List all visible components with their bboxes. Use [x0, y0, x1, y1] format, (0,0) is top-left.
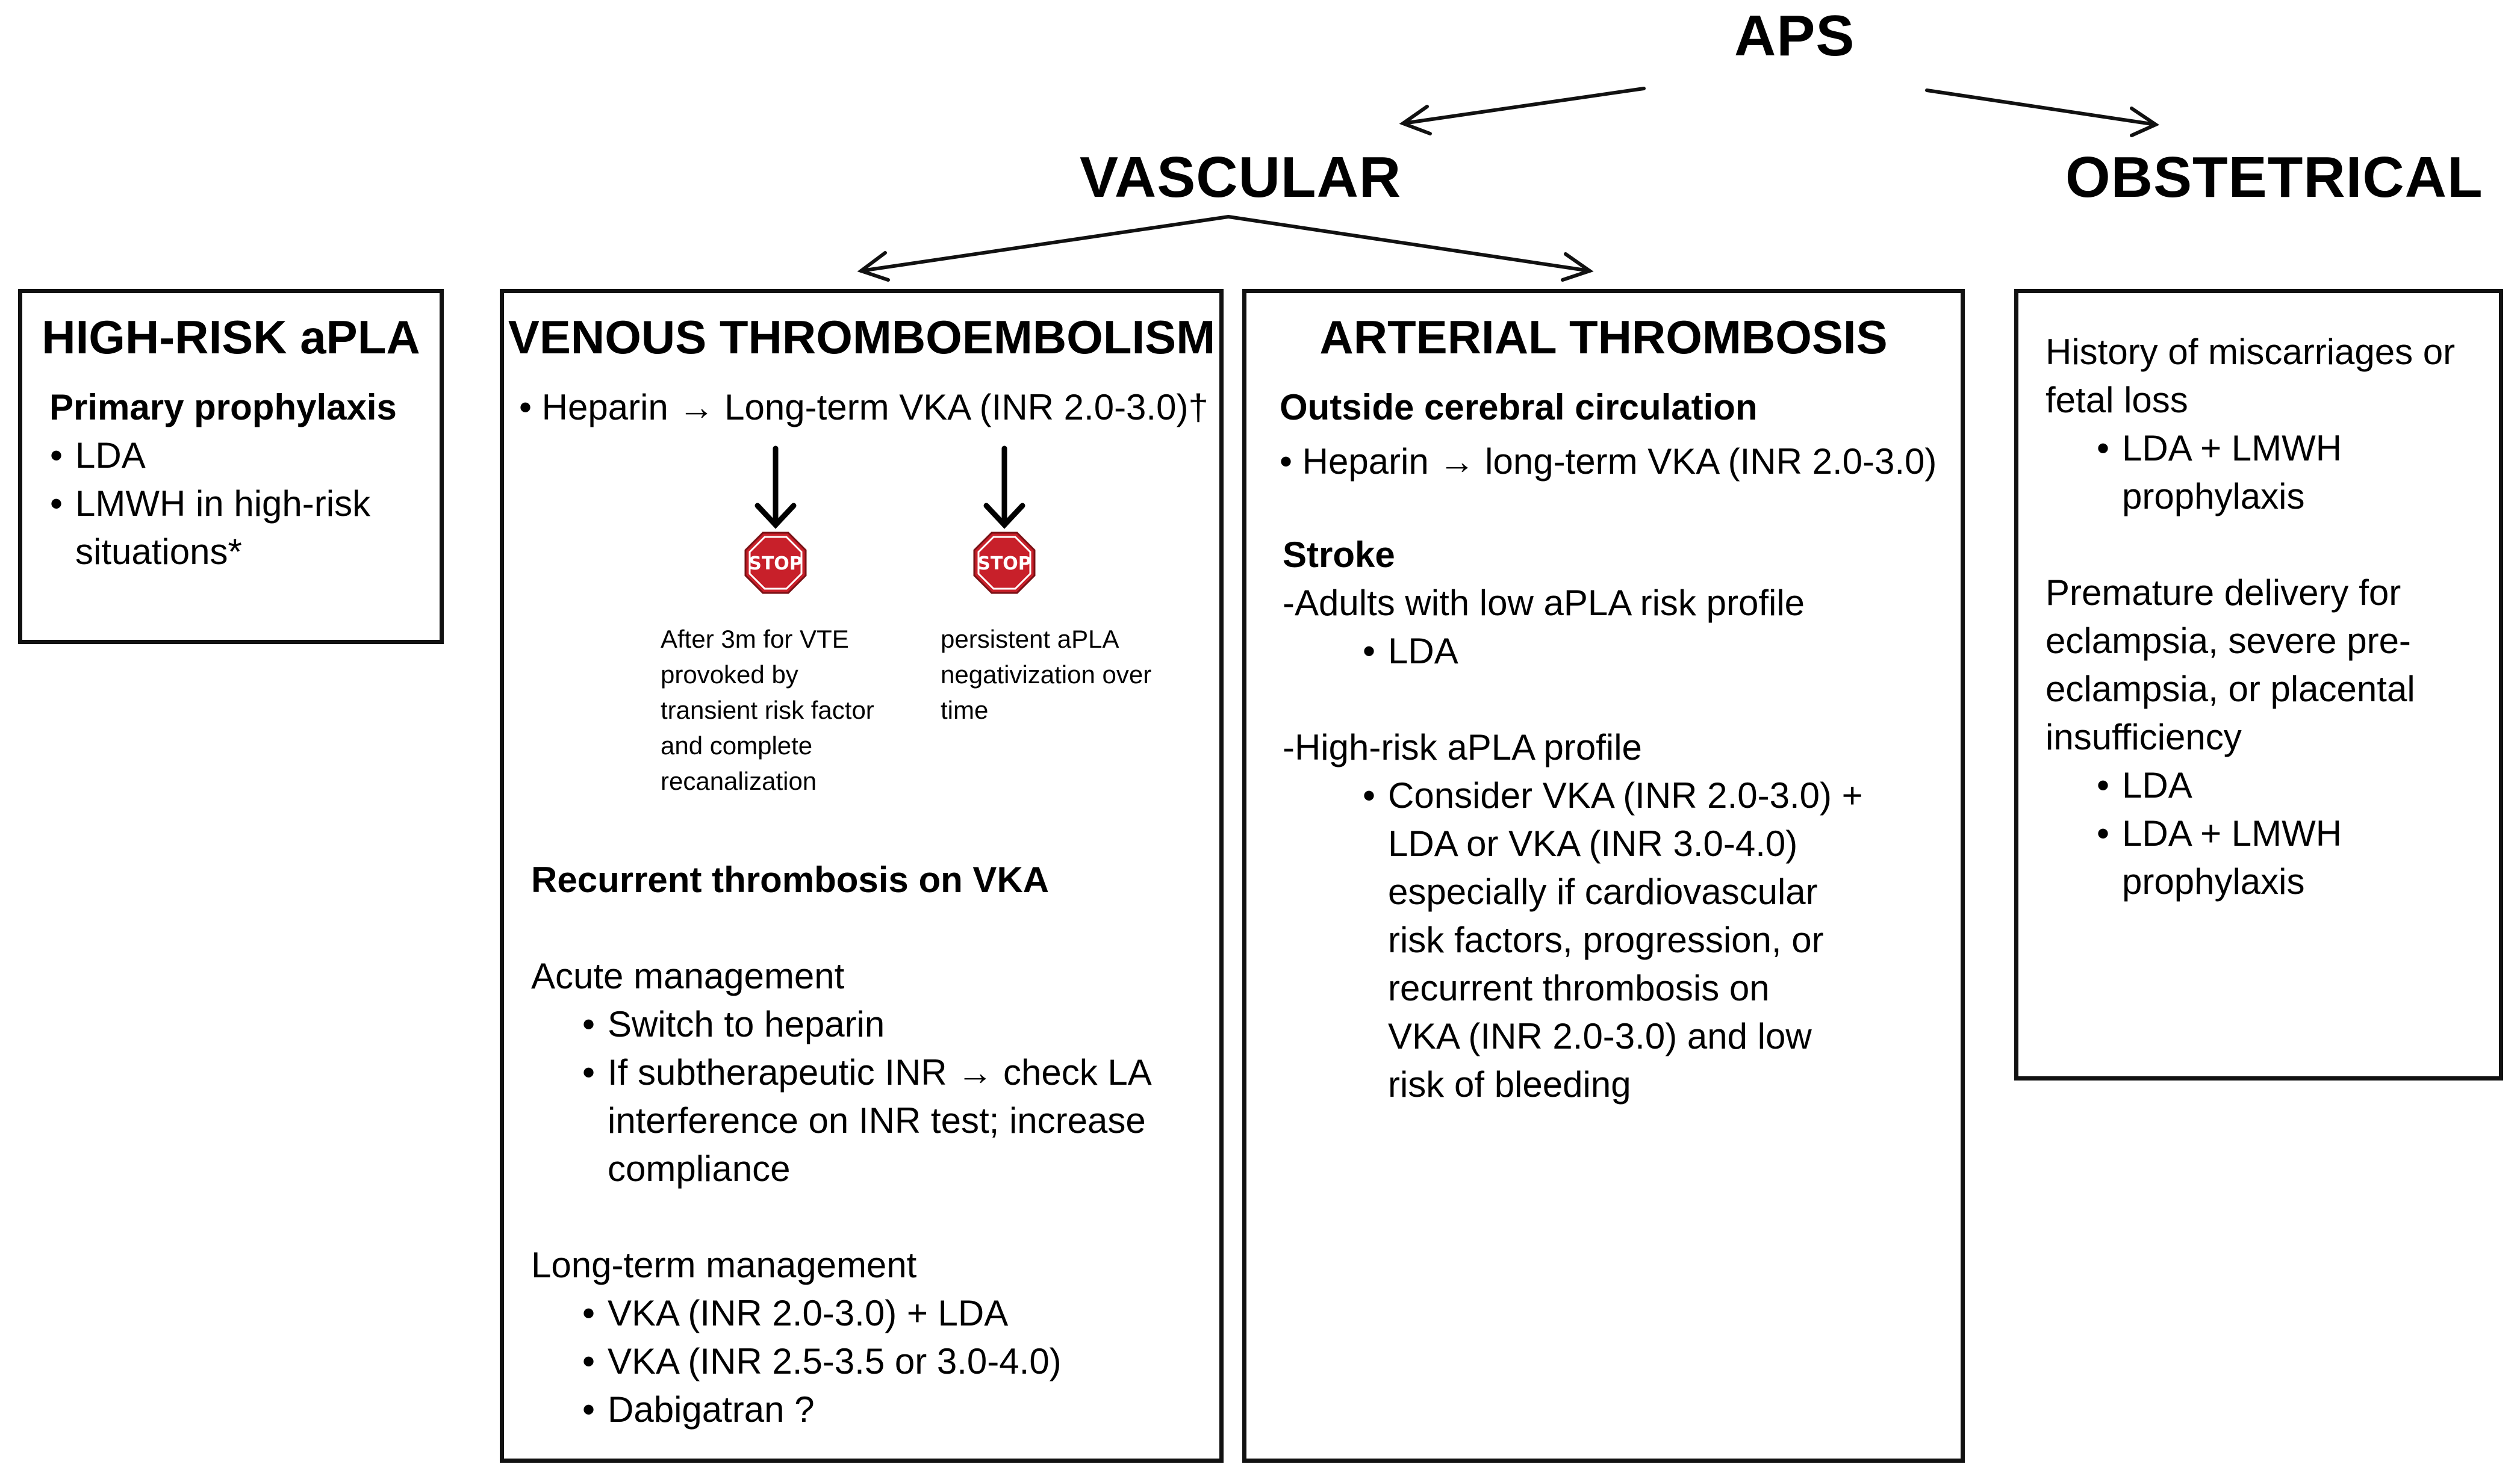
high-risk-apla-box: HIGH-RISK aPLA Primary prophylaxis LDA L… [18, 289, 444, 644]
recurrent-thrombosis-label: Recurrent thrombosis on VKA [531, 860, 1050, 900]
high-risk-profile-item: Consider VKA (INR 2.0-3.0) + LDA or VKA … [1363, 772, 1863, 1109]
history-label: History of miscarriages or fetal loss [2046, 332, 2456, 420]
arterial-box: ARTERIAL THROMBOSIS Outside cerebral cir… [1242, 289, 1965, 1463]
long-item-vka-lda: VKA (INR 2.0-3.0) + LDA [582, 1289, 1008, 1338]
obstetrical-box: History of miscarriages or fetal loss LD… [2014, 289, 2503, 1081]
adults-item-lda: LDA [1363, 627, 1458, 675]
stop2-note: persistent aPLA negativization over time [941, 625, 1152, 724]
obstetrical-heading: OBSTETRICAL [2065, 145, 2483, 209]
acute-management-label: Acute management [531, 956, 845, 996]
stop-sign-icon: STOP [744, 532, 807, 594]
long-item-dabigatran: Dabigatran ? [582, 1386, 815, 1434]
high-risk-profile-label: -High-risk aPLA profile [1283, 727, 1642, 767]
aps-heading: APS [1734, 4, 1855, 68]
long-item-vka-high: VKA (INR 2.5-3.5 or 3.0-4.0) [582, 1338, 1062, 1386]
prem-item-lda-lmwh: LDA + LMWH prophylaxis [2097, 810, 2342, 906]
hr-item-lda: LDA [50, 432, 146, 480]
outside-cerebral-item: • Heparin → long-term VKA (INR 2.0-3.0) [1280, 441, 1937, 482]
hr-item-lmwh-cont: situations* [75, 532, 242, 572]
adults-low-risk-label: -Adults with low aPLA risk profile [1283, 583, 1805, 623]
high-risk-apla-title: HIGH-RISK aPLA [42, 311, 420, 364]
premature-label: Premature delivery for eclampsia, severe… [2046, 572, 2415, 757]
outside-cerebral-label: Outside cerebral circulation [1280, 387, 1758, 427]
stroke-label: Stroke [1283, 535, 1395, 575]
hr-item-lmwh: LMWH in high-risk [50, 480, 370, 528]
stop-sign-icon: STOP [973, 532, 1036, 594]
stop-sign-2-label: STOP [977, 553, 1031, 574]
stop1-note: After 3m for VTE provoked by transient r… [661, 625, 874, 795]
arterial-title: ARTERIAL THROMBOSIS [1319, 311, 1888, 364]
longterm-management-label: Long-term management [531, 1245, 917, 1285]
vascular-heading: VASCULAR [1080, 145, 1402, 209]
vte-heparin-line: • Heparin → Long-term VKA (INR 2.0-3.0)† [519, 387, 1209, 427]
acute-item-subtherapeutic: If subtherapeutic INR → check LA interfe… [582, 1049, 1152, 1193]
prem-item-lda: LDA [2097, 761, 2192, 810]
acute-item-switch: Switch to heparin [582, 1000, 885, 1049]
down-arrow-2 [983, 445, 1025, 529]
vte-title: VENOUS THROMBOEMBOLISM [508, 311, 1216, 364]
history-item: LDA + LMWH prophylaxis [2097, 424, 2342, 521]
stop-sign-1-label: STOP [748, 553, 803, 574]
down-arrow-1 [754, 445, 797, 529]
vte-box: VENOUS THROMBOEMBOLISM • Heparin → Long-… [500, 289, 1224, 1463]
primary-prophylaxis-label: Primary prophylaxis [49, 387, 397, 427]
